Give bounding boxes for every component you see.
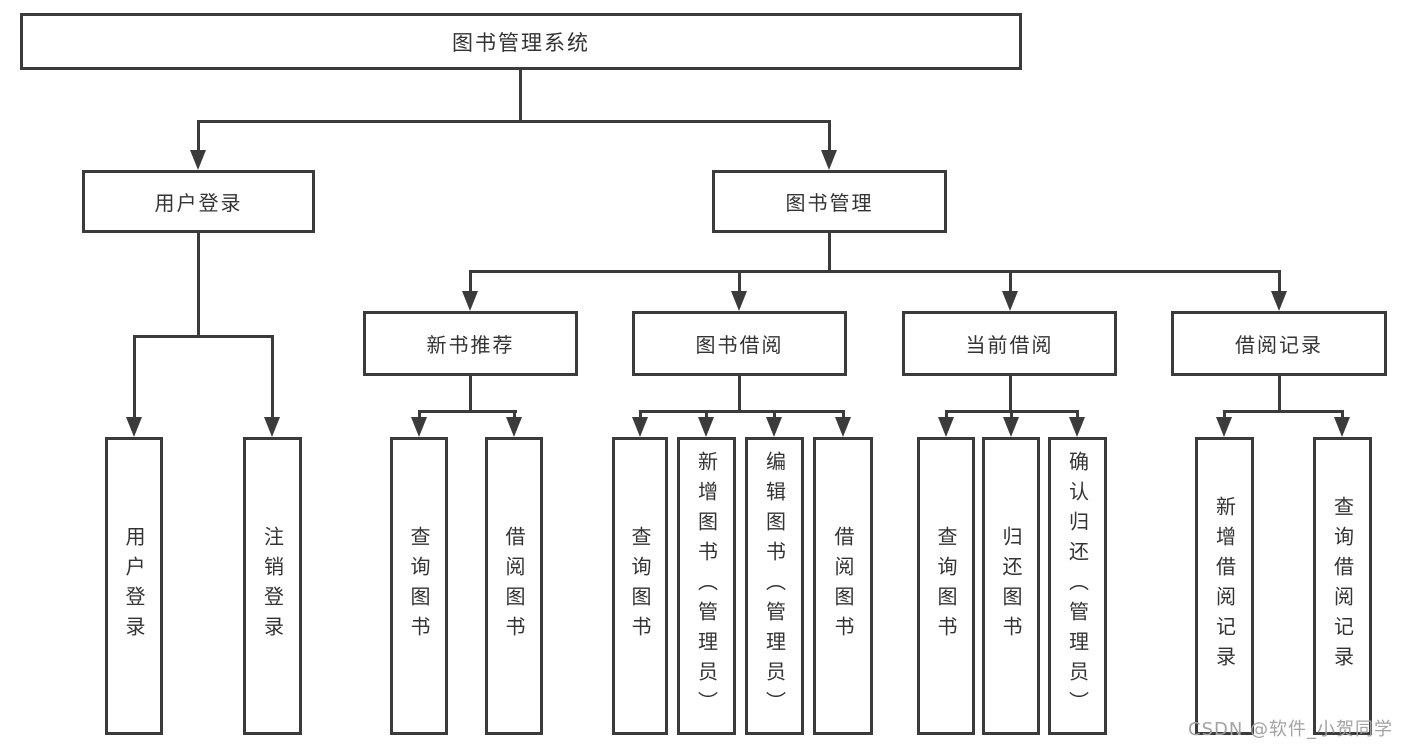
connector-arrow (1003, 417, 1019, 437)
leaf-newbook-query-books-label: 查询图书 (407, 526, 431, 646)
leaf-borrow-query-books-label: 查询图书 (628, 526, 652, 646)
node-book-management-label: 图书管理 (785, 191, 874, 215)
connector-line (469, 270, 1281, 273)
connector-line (469, 376, 472, 413)
leaf-borrow-edit-books-admin-label: 编辑图书（管理员） (762, 451, 787, 721)
leaf-borrow-borrow-books: 借阅图书 (813, 437, 873, 735)
connector-line (639, 410, 845, 413)
connector-line (133, 335, 274, 338)
connector-line (469, 270, 472, 293)
leaf-current-query-books: 查询图书 (917, 437, 975, 735)
connector-arrow (821, 150, 837, 170)
leaf-current-confirm-return-admin: 确认归还（管理员） (1048, 437, 1107, 735)
connector-line (418, 410, 421, 420)
connector-line (1009, 376, 1012, 413)
connector-line (133, 335, 136, 419)
connector-line (519, 70, 522, 120)
connector-line (197, 233, 200, 335)
connector-line (828, 120, 831, 152)
connector-line (1010, 410, 1013, 420)
connector-arrow (1216, 417, 1232, 437)
leaf-newbook-query-books: 查询图书 (390, 437, 448, 735)
leaf-current-query-books-label: 查询图书 (934, 526, 958, 646)
connector-line (738, 270, 741, 293)
leaf-newbook-borrow-books: 借阅图书 (485, 437, 543, 735)
node-new-book-recommend: 新书推荐 (363, 311, 578, 376)
leaf-records-add-record: 新增借阅记录 (1195, 437, 1254, 735)
connector-line (705, 410, 708, 420)
node-book-management: 图书管理 (712, 170, 947, 233)
connector-line (271, 335, 274, 419)
connector-arrow (411, 417, 427, 437)
csdn-watermark: CSDN @软件_小贺同学 (1188, 719, 1394, 740)
node-borrow-records-label: 借阅记录 (1235, 333, 1323, 357)
leaf-current-return-books-label: 归还图书 (999, 526, 1023, 646)
connector-arrow (938, 417, 954, 437)
node-borrow-records: 借阅记录 (1171, 311, 1387, 376)
connector-line (1278, 270, 1281, 293)
leaf-logout-login: 注销登录 (243, 437, 302, 735)
connector-line (945, 410, 948, 420)
connector-arrow (190, 150, 206, 170)
connector-line (773, 410, 776, 420)
connector-line (197, 120, 200, 152)
node-root-label: 图书管理系统 (452, 30, 590, 55)
connector-arrow (126, 417, 142, 437)
leaf-borrow-query-books: 查询图书 (612, 437, 668, 735)
leaf-borrow-borrow-books-label: 借阅图书 (831, 526, 855, 646)
node-book-borrow: 图书借阅 (632, 311, 847, 376)
connector-line (842, 410, 845, 420)
leaf-records-query-record-label: 查询借阅记录 (1330, 496, 1355, 676)
node-book-borrow-label: 图书借阅 (695, 333, 784, 357)
connector-line (1223, 410, 1344, 413)
connector-arrow (1069, 417, 1085, 437)
node-root: 图书管理系统 (20, 13, 1022, 70)
connector-line (197, 120, 831, 123)
connector-line (1076, 410, 1079, 420)
connector-line (1278, 376, 1281, 413)
node-user-login: 用户登录 (82, 170, 315, 233)
node-current-borrow: 当前借阅 (902, 311, 1117, 376)
connector-line (418, 410, 517, 413)
leaf-records-add-record-label: 新增借阅记录 (1212, 496, 1237, 676)
node-current-borrow-label: 当前借阅 (965, 333, 1054, 357)
connector-line (738, 376, 741, 413)
leaf-borrow-add-books-admin: 新增图书（管理员） (677, 437, 736, 735)
leaf-current-confirm-return-admin-label: 确认归还（管理员） (1065, 451, 1090, 721)
leaf-newbook-borrow-books-label: 借阅图书 (502, 526, 526, 646)
leaf-user-login-label: 用户登录 (122, 526, 146, 646)
connector-arrow (1002, 291, 1018, 311)
leaf-records-query-record: 查询借阅记录 (1313, 437, 1372, 735)
connector-line (1009, 270, 1012, 293)
connector-line (1223, 410, 1226, 420)
connector-line (513, 410, 516, 420)
connector-line (828, 233, 831, 273)
connector-arrow (1334, 417, 1350, 437)
connector-arrow (835, 417, 851, 437)
connector-arrow (731, 291, 747, 311)
connector-arrow (264, 417, 280, 437)
connector-arrow (462, 291, 478, 311)
connector-arrow (632, 417, 648, 437)
leaf-borrow-add-books-admin-label: 新增图书（管理员） (694, 451, 719, 721)
node-new-book-recommend-label: 新书推荐 (426, 333, 515, 357)
leaf-logout-login-label: 注销登录 (260, 526, 285, 646)
connector-arrow (506, 417, 522, 437)
connector-line (1341, 410, 1344, 420)
leaf-current-return-books: 归还图书 (982, 437, 1040, 735)
connector-line (639, 410, 642, 420)
connector-arrow (698, 417, 714, 437)
leaf-user-login: 用户登录 (105, 437, 163, 735)
connector-arrow (1271, 291, 1287, 311)
leaf-borrow-edit-books-admin: 编辑图书（管理员） (745, 437, 804, 735)
connector-arrow (766, 417, 782, 437)
node-user-login-label: 用户登录 (154, 191, 243, 215)
